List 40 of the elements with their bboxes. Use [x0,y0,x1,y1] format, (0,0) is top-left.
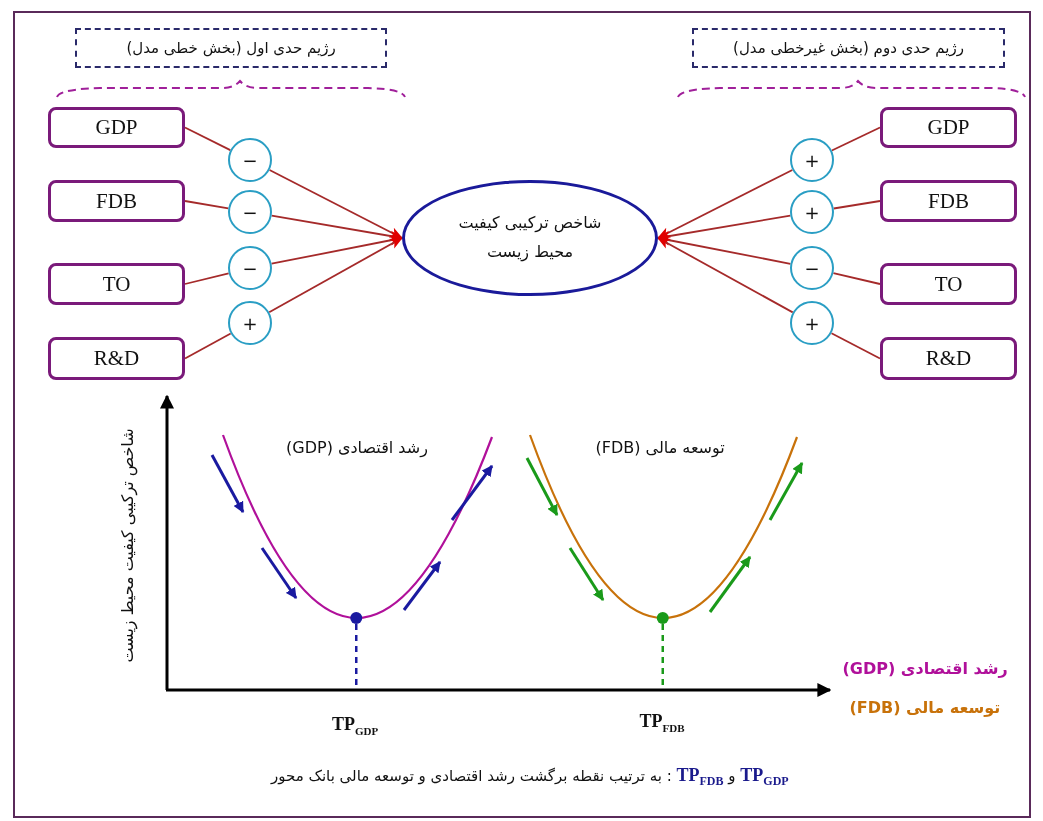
variable-box: FDB [48,180,185,222]
variable-box: R&D [880,337,1017,380]
regime-label-box: رژیم حدی دوم (بخش غیرخطی مدل) [692,28,1005,68]
sign-circle: − [228,246,272,290]
variable-box: GDP [48,107,185,148]
sign-circle: − [228,190,272,234]
connector-line [184,126,232,152]
sign-circle: − [790,246,834,290]
sign-circle: + [790,190,834,234]
sign-circle: − [228,138,272,182]
sign-circle: + [228,301,272,345]
variable-box: GDP [880,107,1017,148]
variable-box: R&D [48,337,185,380]
turning-point-label: TP$_{FDB}$ [639,710,685,734]
variable-box: FDB [880,180,1017,222]
variable-box: TO [48,263,185,305]
turning-point-label: TP$_{GDP}$ [332,713,379,737]
axis-title: رشد اقتصادی (GDP) [842,658,1008,678]
curve-label: توسعه مالی (FDB) [595,437,725,457]
axis-title: توسعه مالی (FDB) [849,697,1001,717]
curve-label: رشد اقتصادی (GDP) [286,437,428,457]
connector-line [184,200,230,210]
arrow [657,237,794,314]
connector-line [830,332,881,360]
connector-line [832,272,881,285]
arrow [656,234,792,265]
connector-line [832,200,881,210]
connector-line [830,126,881,152]
variable-box: TO [880,263,1017,305]
connector-line [184,332,232,360]
index-ellipse: شاخص ترکیبی کیفیت محیط زیست [402,180,658,296]
arrow [268,169,403,239]
sign-circle: + [790,301,834,345]
connector-line [184,272,230,285]
arrow [270,235,404,265]
sign-circle: + [790,138,834,182]
axis-title: شاخص ترکیبی کیفیت محیط زیست [117,427,137,663]
arrow [657,169,794,239]
regime-label-box: رژیم حدی اول (بخش خطی مدل) [75,28,387,68]
arrow [268,237,403,314]
